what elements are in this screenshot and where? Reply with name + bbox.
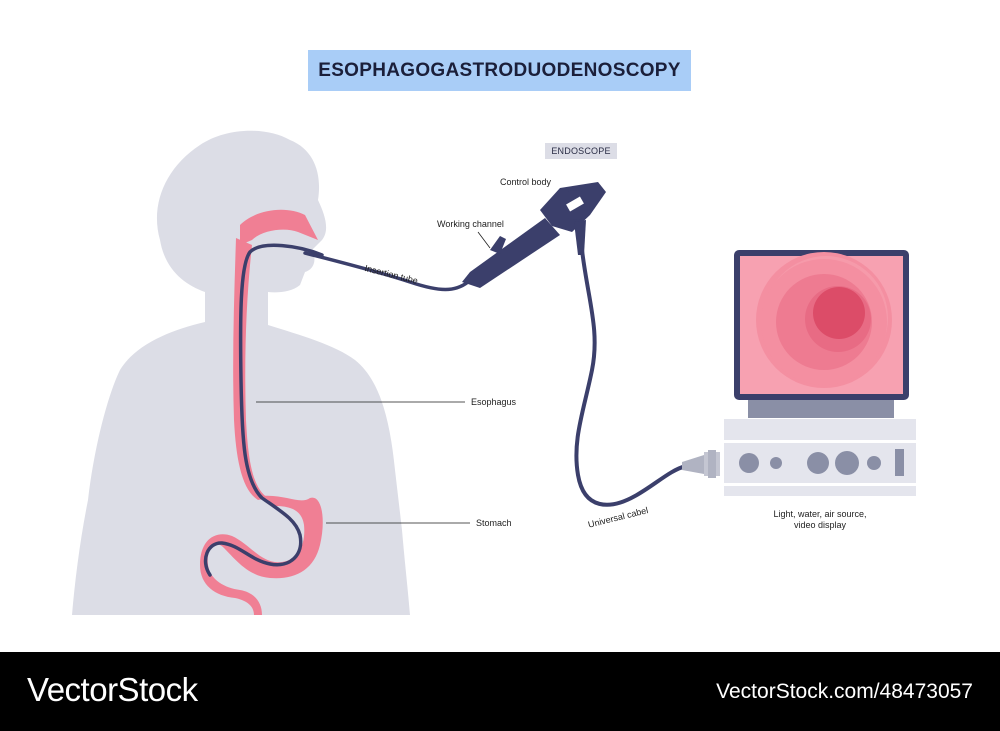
- footer-brand: VectorStock: [27, 671, 198, 708]
- console-label-line2: video display: [793, 520, 847, 530]
- insertion-tube-external: [303, 251, 470, 292]
- cable-connector: [682, 450, 720, 478]
- pointer-lines: [256, 231, 491, 524]
- page-title: ESOPHAGOGASTRODUODENOSCOPY: [308, 50, 691, 91]
- light-source-console: [724, 419, 916, 496]
- monitor: [734, 250, 909, 418]
- endoscope-handle: [462, 182, 606, 288]
- esophagus-label: Esophagus: [471, 397, 517, 407]
- diagram-canvas: [72, 130, 916, 615]
- insertion-tube-internal: [203, 243, 324, 577]
- mouth-cavity: [240, 209, 318, 245]
- working-channel-label: Working channel: [437, 219, 504, 229]
- control-body-label: Control body: [500, 177, 552, 187]
- universal-cable: [574, 248, 688, 507]
- footer-bar: VectorStock VectorStock.com/48473057: [0, 652, 1000, 731]
- endoscope-tag: ENDOSCOPE: [545, 143, 617, 159]
- footer-url: VectorStock.com/48473057: [716, 680, 973, 703]
- console-label-line1: Light, water, air source,: [773, 509, 867, 519]
- working-channel-port: [490, 236, 506, 254]
- stomach-label: Stomach: [476, 518, 512, 528]
